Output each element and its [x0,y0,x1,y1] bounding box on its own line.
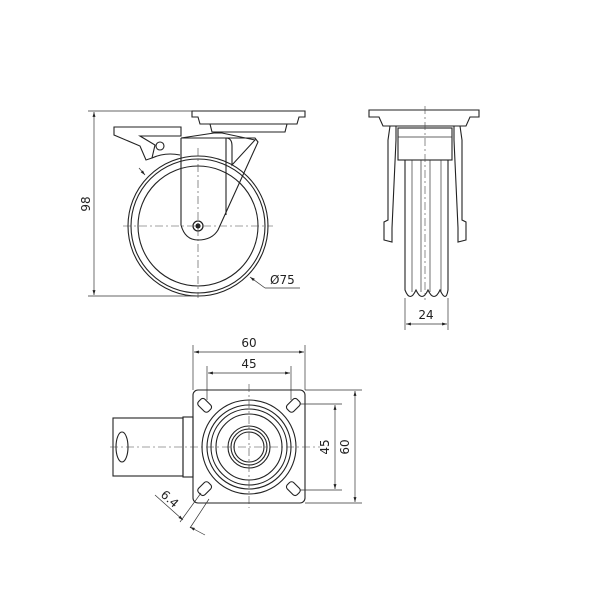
plate-width-dim-label: 60 [241,336,256,350]
bolt-spacing-y-dim-label: 45 [318,439,332,454]
plate-height-dim-label: 60 [338,439,352,454]
top-view: 60 45 45 60 6.4 [110,336,362,536]
top-dimensions: 60 45 [192,336,306,400]
width-dimension: 24 [404,298,449,330]
brake-lever [113,126,182,161]
diameter-dimension: Ø75 [138,167,300,289]
front-view: 98 Ø75 [79,110,306,298]
bolt-spacing-x-dim-label: 45 [241,357,256,371]
diameter-dim-label: Ø75 [270,273,295,287]
mounting-plate [191,110,306,133]
bolt-hole-dim-label: 6.4 [158,487,182,510]
bolt-slots [197,397,301,497]
right-dimensions: 45 60 [300,389,362,504]
fork [180,132,259,241]
height-dimension: 98 [79,110,198,297]
side-view: 24 [368,106,480,330]
height-dim-label: 98 [79,196,93,211]
width-dim-label: 24 [418,308,433,322]
